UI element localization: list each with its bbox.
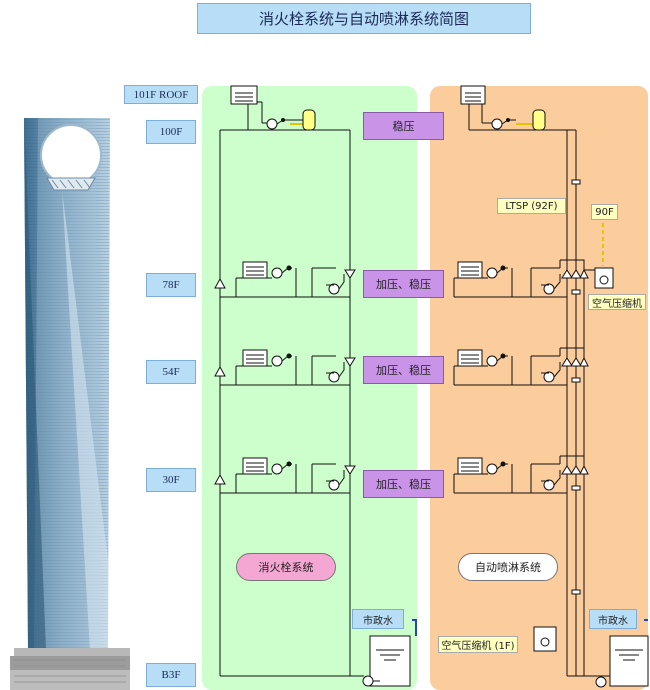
hydrant-roof-tank — [230, 85, 258, 105]
floor-label-roof: 101F ROOF — [124, 85, 198, 104]
compressor-label: 空气压缩机 — [588, 294, 646, 310]
diagram-title: 消火栓系统与自动喷淋系统简图 — [197, 3, 531, 34]
hydrant-system-label: 消火栓系统 — [236, 553, 336, 581]
sprinkler-supply-tank — [609, 635, 649, 687]
floor-label-b3f: B3F — [146, 663, 196, 687]
hydrant-supply-tank — [369, 635, 411, 687]
station-boost-30f: 加压、稳压 — [363, 470, 444, 498]
hydrant-pressure-tank — [302, 109, 316, 131]
hydrant-roof-pump — [266, 118, 290, 130]
municipal-water-right: 市政水 — [589, 609, 637, 629]
sprinkler-pressure-tank — [532, 109, 546, 131]
sprinkler-system-label: 自动喷淋系统 — [458, 553, 558, 581]
floor-label-100f: 100F — [146, 120, 196, 144]
station-boost-54f: 加压、稳压 — [363, 356, 444, 384]
floor-label-78f: 78F — [146, 273, 196, 297]
municipal-water-left: 市政水 — [352, 609, 404, 629]
station-stabilize-100f: 稳压 — [363, 112, 444, 140]
floor-label-54f: 54F — [146, 360, 196, 384]
sprinkler-system-panel — [430, 86, 648, 690]
hydrant-system-panel — [202, 86, 417, 690]
floor-90f-label: 90F — [591, 204, 618, 220]
ltsp-label: LTSP (92F) — [497, 198, 566, 214]
floor-label-30f: 30F — [146, 468, 196, 492]
compressor-1f-label: 空气压缩机 (1F) — [438, 636, 518, 653]
station-boost-78f: 加压、稳压 — [363, 270, 444, 298]
tower-illustration — [10, 118, 130, 690]
